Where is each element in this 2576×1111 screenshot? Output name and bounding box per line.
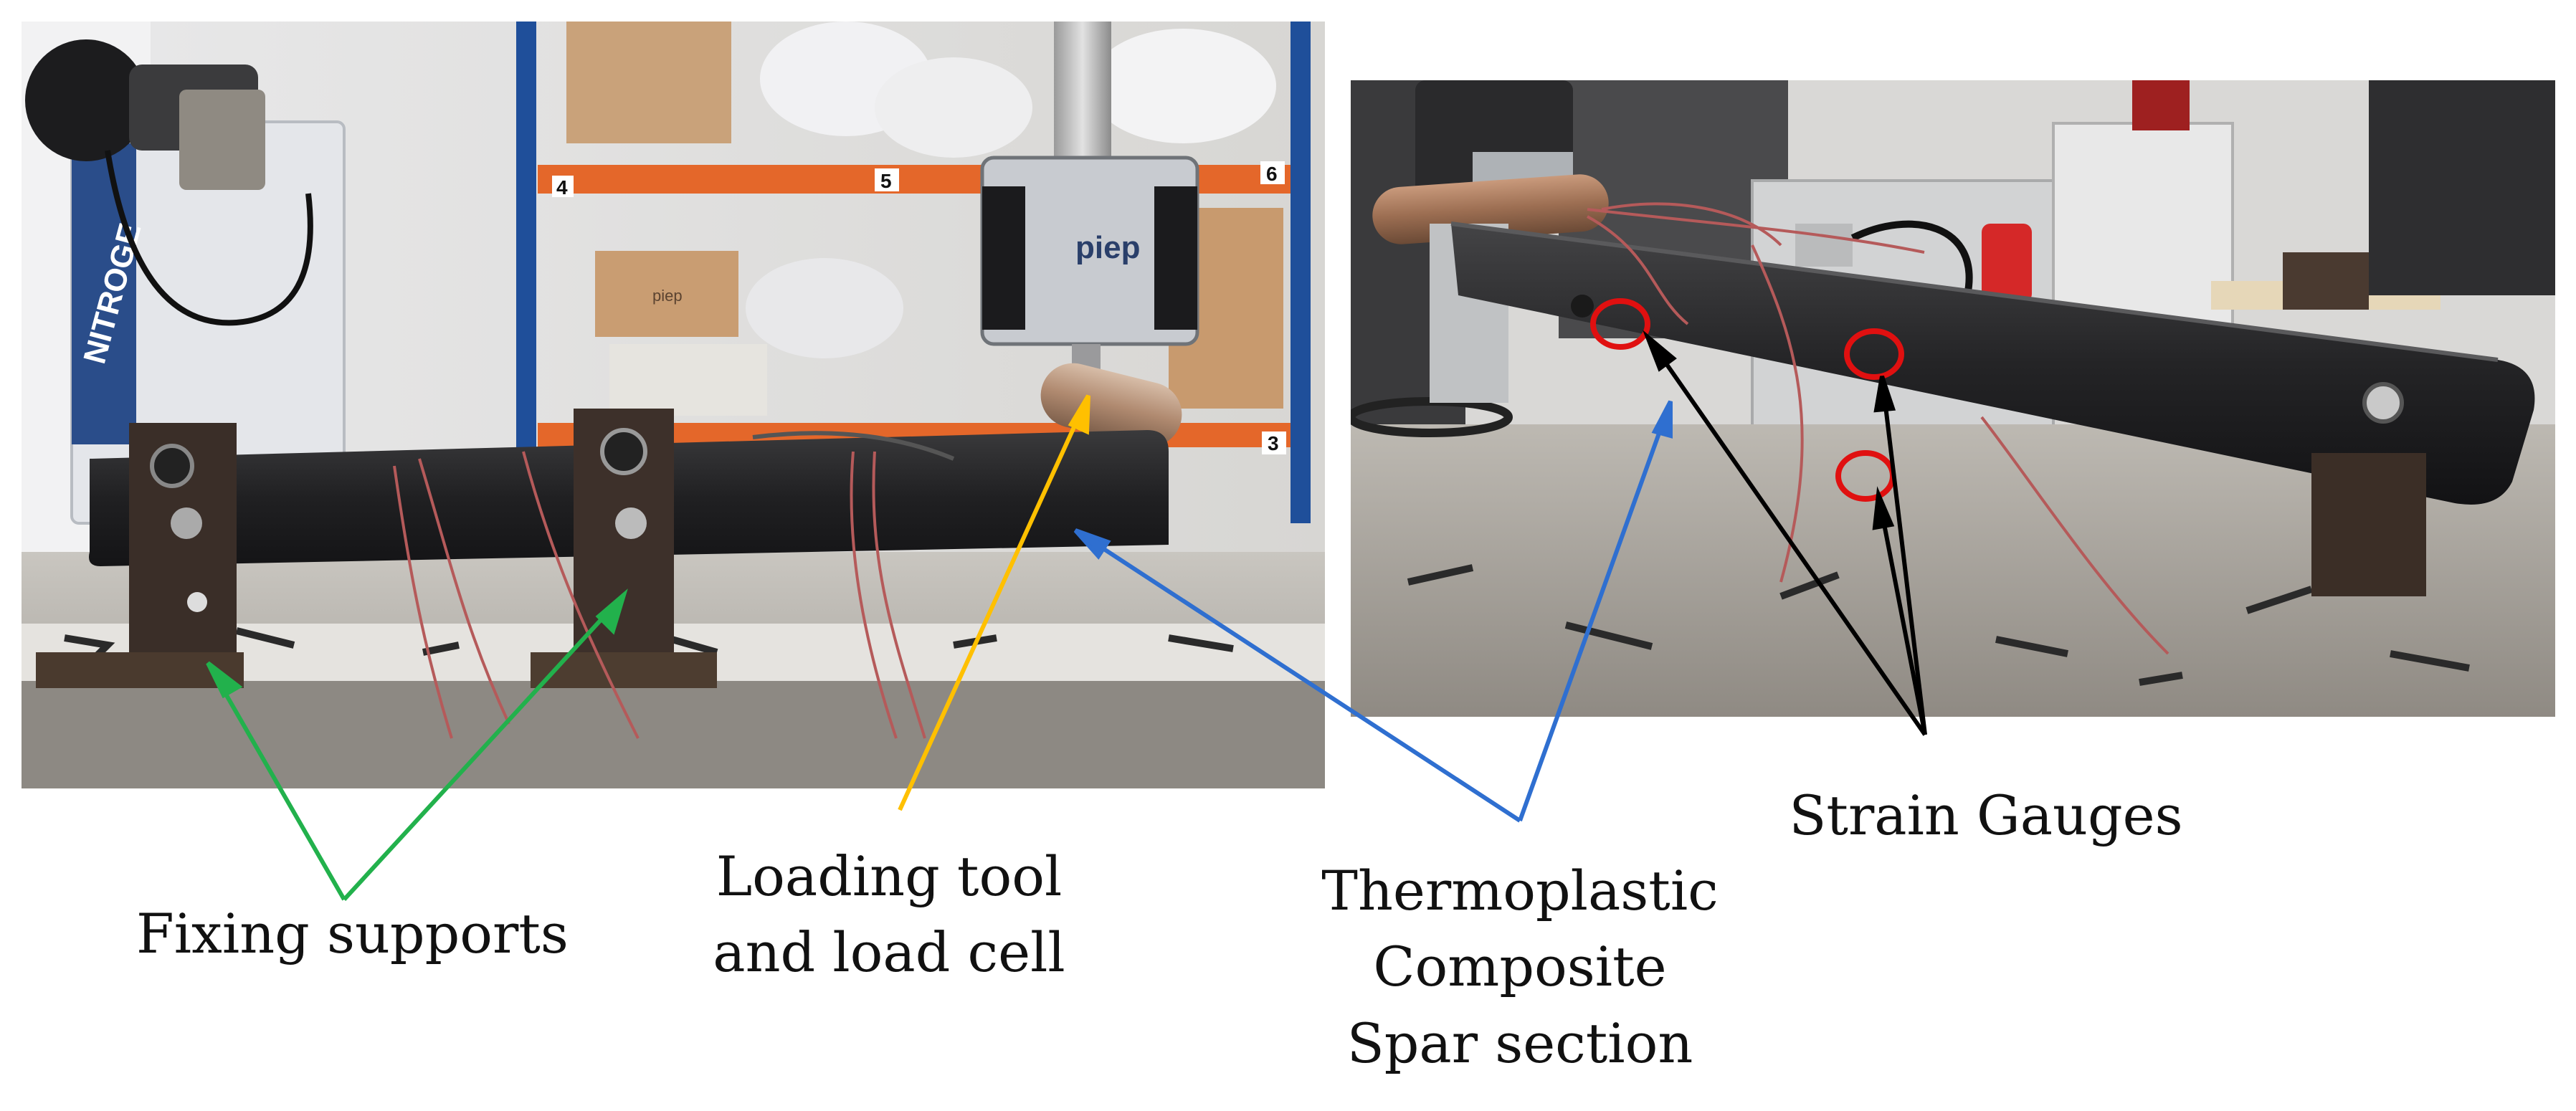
nitrogen-panel	[72, 143, 136, 444]
strain-gauge-wires	[393, 451, 926, 739]
white-sack	[1090, 29, 1276, 143]
motor-cable	[105, 150, 313, 326]
callout-strain-gauges	[1643, 330, 1927, 736]
table-paint-marks	[1407, 564, 2470, 686]
label-loading-tool-line2: and load cell	[713, 920, 1065, 985]
load-cell-clamp	[1154, 186, 1197, 330]
label-spar-line2: Composite	[1373, 935, 1667, 999]
spar-beam	[1451, 224, 2535, 505]
strain-gauge-wires	[1587, 202, 2169, 655]
load-cell-clamp	[982, 186, 1025, 330]
cardboard-box	[566, 22, 731, 143]
rack-tag-4	[552, 176, 574, 197]
motor-flange	[25, 39, 147, 161]
photo-left-test-setup: NITROGE 4 5 6 3 piep piep	[22, 22, 1325, 788]
fire-extinguishers	[2132, 80, 2190, 130]
strain-gauge-marker-3	[1835, 450, 1896, 502]
bolt	[150, 444, 194, 488]
fixing-support-top	[2283, 252, 2369, 310]
rack-tag-6	[1260, 161, 1285, 184]
label-loading-tool-line1: Loading tool	[716, 844, 1063, 908]
label-strain-gauges: Strain Gauges	[1749, 778, 2223, 854]
label-spar-line3: Spar section	[1346, 1011, 1693, 1075]
label-spar-line1: Thermoplastic	[1321, 859, 1719, 922]
motor-gearbox	[179, 90, 265, 190]
bolt	[1571, 295, 1594, 318]
rack-number-3: 3	[1268, 432, 1279, 454]
box-brand-text: piep	[652, 287, 683, 305]
rack-tag-5	[875, 168, 899, 191]
rack-upright-left	[516, 22, 536, 523]
label-fixing-supports-text: Fixing supports	[136, 902, 569, 965]
photo-right-drawing	[1351, 80, 2555, 717]
bolt	[187, 592, 207, 612]
rack-number-6: 6	[1266, 163, 1278, 185]
red-connector	[1982, 224, 2032, 302]
actuator-rod	[1054, 22, 1111, 165]
label-loading-tool: Loading tool and load cell	[688, 839, 1090, 991]
bolt	[615, 507, 647, 539]
support-baseplate-right	[531, 652, 717, 688]
photo-right-test-setup	[1351, 80, 2555, 717]
cardboard-box	[595, 251, 738, 337]
callout-fixing-supports	[206, 588, 628, 902]
label-spar-section: Thermoplastic Composite Spar section	[1312, 853, 1728, 1082]
load-cell-brand: piep	[1075, 230, 1140, 265]
strain-gauge-marker-1	[1590, 298, 1650, 350]
callout-loading-tool	[898, 394, 1090, 811]
cabinet-vent	[1795, 224, 1853, 267]
strain-gauge-marker-2	[1844, 328, 1904, 380]
label-strain-gauges-text: Strain Gauges	[1789, 783, 2183, 847]
white-sack	[746, 258, 903, 358]
monitor	[2369, 80, 2555, 295]
bolt	[2362, 382, 2404, 424]
callout-spar-section	[1073, 400, 1673, 823]
table-paint-marks	[64, 627, 1234, 662]
rack-number-5: 5	[880, 170, 892, 192]
table-frame	[22, 681, 1325, 788]
rack-upright-right	[1291, 22, 1311, 523]
label-fixing-supports: Fixing supports	[136, 896, 569, 972]
white-sack	[875, 57, 1032, 158]
photo-left-drawing: NITROGE 4 5 6 3 piep piep	[22, 22, 1325, 788]
rack-number-4: 4	[556, 176, 568, 199]
bolt	[600, 428, 647, 475]
packages	[609, 344, 767, 416]
bolt	[171, 507, 202, 539]
spar-edge-highlight	[752, 431, 955, 461]
rack-tag-3	[1262, 431, 1286, 454]
fixing-support	[2311, 453, 2426, 596]
